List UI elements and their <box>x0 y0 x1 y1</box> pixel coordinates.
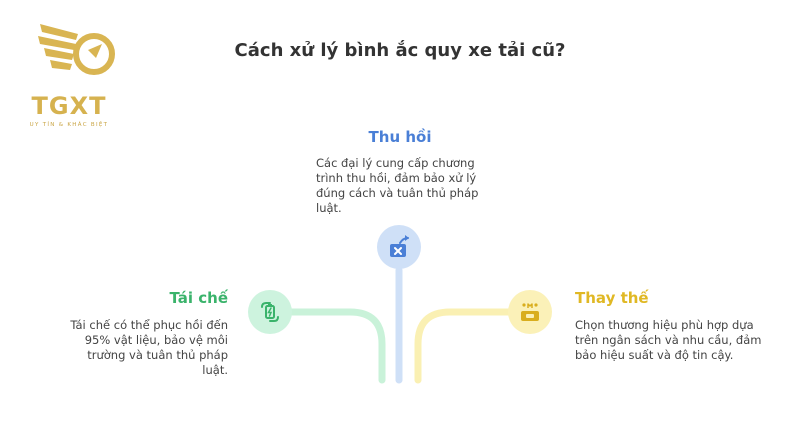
description-line: trình thu hồi, đảm bảo xử lý <box>316 171 477 185</box>
logo: TGXT UY TÍN & KHÁC BIỆT <box>14 18 124 128</box>
description-line: trên ngân sách và nhu cầu, đảm <box>575 333 762 347</box>
connector-right <box>414 308 512 384</box>
description-line: 95% vật liệu, bảo vệ môi <box>84 333 228 347</box>
description-line: bảo hiệu suất và độ tin cậy. <box>575 348 734 362</box>
branch-description-tai-che: Tái chế có thể phục hồi đến 95% vật liệu… <box>58 318 228 378</box>
battery-replace-icon <box>508 290 552 334</box>
connector-left <box>288 308 386 384</box>
battery-recycle-icon <box>248 290 292 334</box>
logo-tagline: UY TÍN & KHÁC BIỆT <box>29 122 109 128</box>
winged-logo-icon <box>38 24 115 75</box>
description-line: Các đại lý cung cấp chương <box>316 156 475 170</box>
diagram-title: Cách xử lý bình ắc quy xe tải cũ? <box>234 40 566 61</box>
branch-title-tai-che: Tái chế <box>169 289 228 307</box>
description-line: luật. <box>316 201 342 215</box>
logo-name: TGXT <box>31 92 107 120</box>
branch-title-thay-the: Thay thế <box>575 289 649 307</box>
branch-title-thu-hoi: Thu hồi <box>368 128 432 146</box>
description-line: trường và tuân thủ pháp luật. <box>87 348 228 377</box>
description-line: Chọn thương hiệu phù hợp dựa <box>575 318 754 332</box>
description-line: Tái chế có thể phục hồi đến <box>70 318 228 332</box>
branch-description-thay-the: Chọn thương hiệu phù hợp dựa trên ngân s… <box>575 318 765 363</box>
recycle-box-icon <box>377 225 421 269</box>
branch-description-thu-hoi: Các đại lý cung cấp chương trình thu hồi… <box>316 156 488 216</box>
description-line: đúng cách và tuân thủ pháp <box>316 186 479 200</box>
